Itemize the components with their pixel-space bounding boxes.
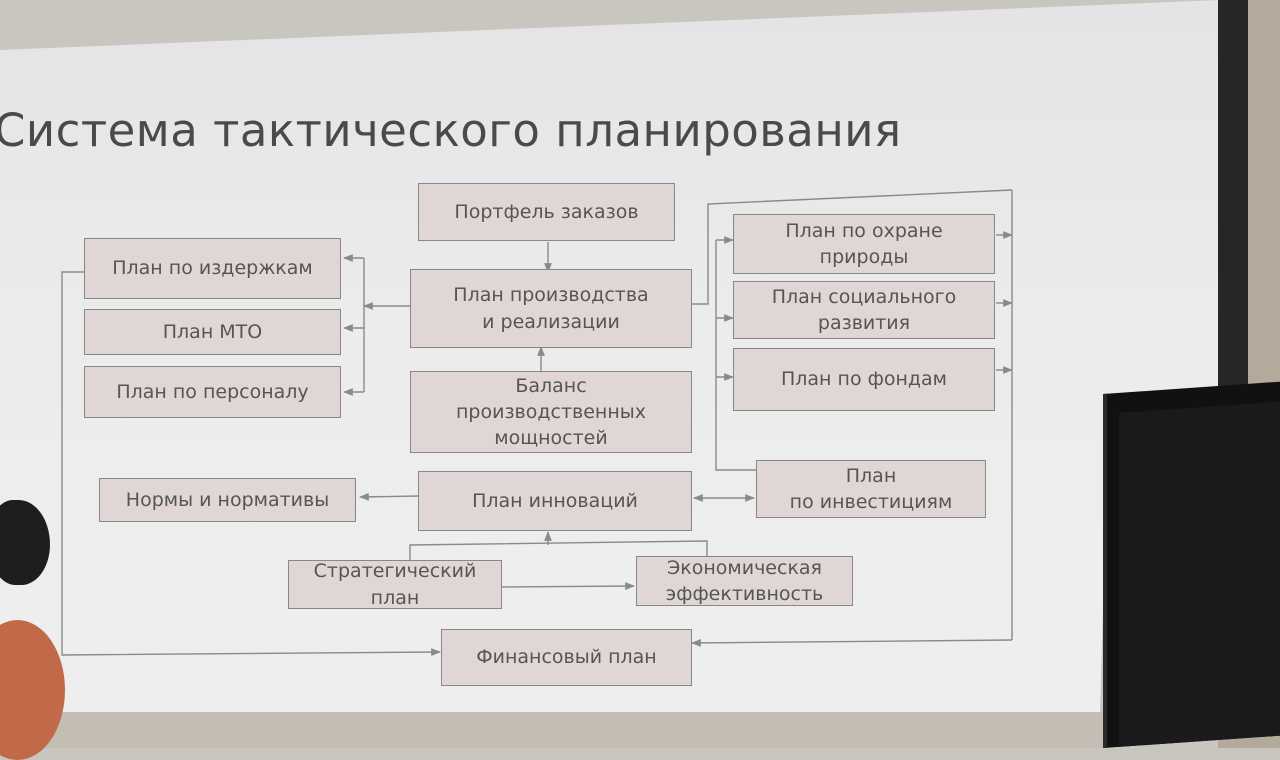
slide-title: Система тактического планирования	[0, 104, 902, 157]
node-costs-plan-label: План по издержкам	[112, 257, 313, 280]
link-innovation-norms	[359, 492, 419, 501]
node-investment-plan-line2: по инвестициям	[789, 491, 953, 513]
node-order-portfolio-label: Портфель заказов	[454, 200, 639, 223]
node-economic-efficiency-line2: эффективность	[665, 583, 824, 605]
node-nature-plan-line2: природы	[819, 246, 909, 268]
projection-screen	[0, 0, 1220, 715]
node-capacity-balance: Баланс производственных мощностей	[410, 371, 692, 453]
screen-frame	[1218, 0, 1248, 405]
node-innovation-plan-label: План инноваций	[472, 489, 638, 512]
node-investment-plan: План по инвестициям	[756, 460, 986, 518]
node-financial-plan-label: Финансовый план	[476, 646, 657, 669]
link-investment-bus	[715, 240, 756, 471]
node-social-plan-line2: развития	[817, 312, 911, 334]
node-personnel-plan-label: План по персоналу	[116, 380, 309, 403]
node-production-plan: План производства и реализации	[410, 269, 692, 348]
link-bottom-to-innovation	[409, 540, 708, 560]
node-nature-plan: План по охране природы	[733, 214, 995, 274]
node-social-plan: План социального развития	[733, 281, 995, 339]
node-nature-plan-line1: План по охране	[785, 219, 943, 242]
node-norms-label: Нормы и нормативы	[125, 488, 330, 511]
node-mto-plan-label: План МТО	[162, 320, 263, 343]
node-strategic-plan: Стратегический план	[288, 560, 502, 609]
node-order-portfolio: Портфель заказов	[418, 183, 675, 241]
node-production-plan-line2: и реализации	[482, 310, 620, 333]
background-floor	[0, 712, 1110, 748]
node-social-plan-line1: План социального	[771, 285, 957, 308]
node-innovation-plan: План инноваций	[418, 471, 692, 531]
node-production-plan-line1: План производства	[453, 284, 649, 307]
node-funds-plan: План по фондам	[733, 348, 995, 411]
audience-person	[0, 500, 50, 585]
node-funds-plan-label: План по фондам	[780, 368, 948, 391]
node-norms: Нормы и нормативы	[99, 478, 356, 522]
node-economic-efficiency-line1: Экономическая	[666, 556, 822, 579]
link-left-outer-loop	[61, 271, 441, 656]
link-strategic-efficiency	[501, 582, 635, 590]
node-strategic-plan-line2: план	[370, 586, 420, 609]
node-investment-plan-line1: План	[845, 464, 897, 487]
node-financial-plan: Финансовый план	[441, 629, 692, 686]
link-outer-financial	[691, 638, 1013, 647]
node-capacity-balance-line3: мощностей	[494, 427, 608, 450]
link-production-top-loop	[692, 189, 1013, 305]
node-costs-plan: План по издержкам	[84, 238, 341, 299]
node-capacity-balance-line1: Баланс	[515, 374, 587, 397]
node-capacity-balance-line2: производственных	[455, 400, 646, 423]
node-personnel-plan: План по персоналу	[84, 366, 341, 418]
node-economic-efficiency: Экономическая эффективность	[636, 556, 853, 606]
node-strategic-plan-line1: Стратегический	[313, 560, 477, 583]
node-mto-plan: План МТО	[84, 309, 341, 355]
